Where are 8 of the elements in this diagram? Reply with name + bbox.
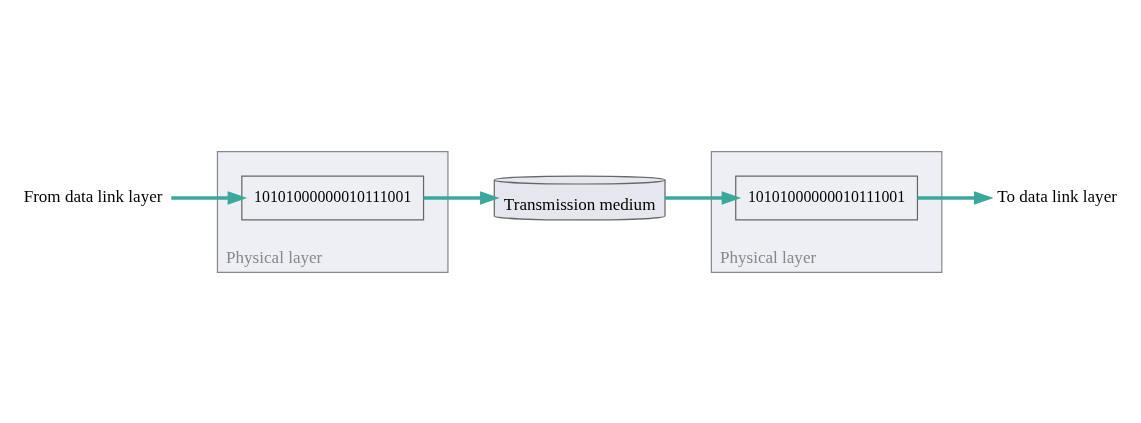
node-text: From data link layer [23,186,163,206]
arrow [665,190,742,205]
node-box: 10101000000010111001 [241,174,425,221]
arrow [917,190,994,205]
arrow [423,190,500,205]
node-box: 10101000000010111001 [735,174,919,221]
arrow [171,190,248,205]
node-text: To data link layer [997,186,1117,206]
